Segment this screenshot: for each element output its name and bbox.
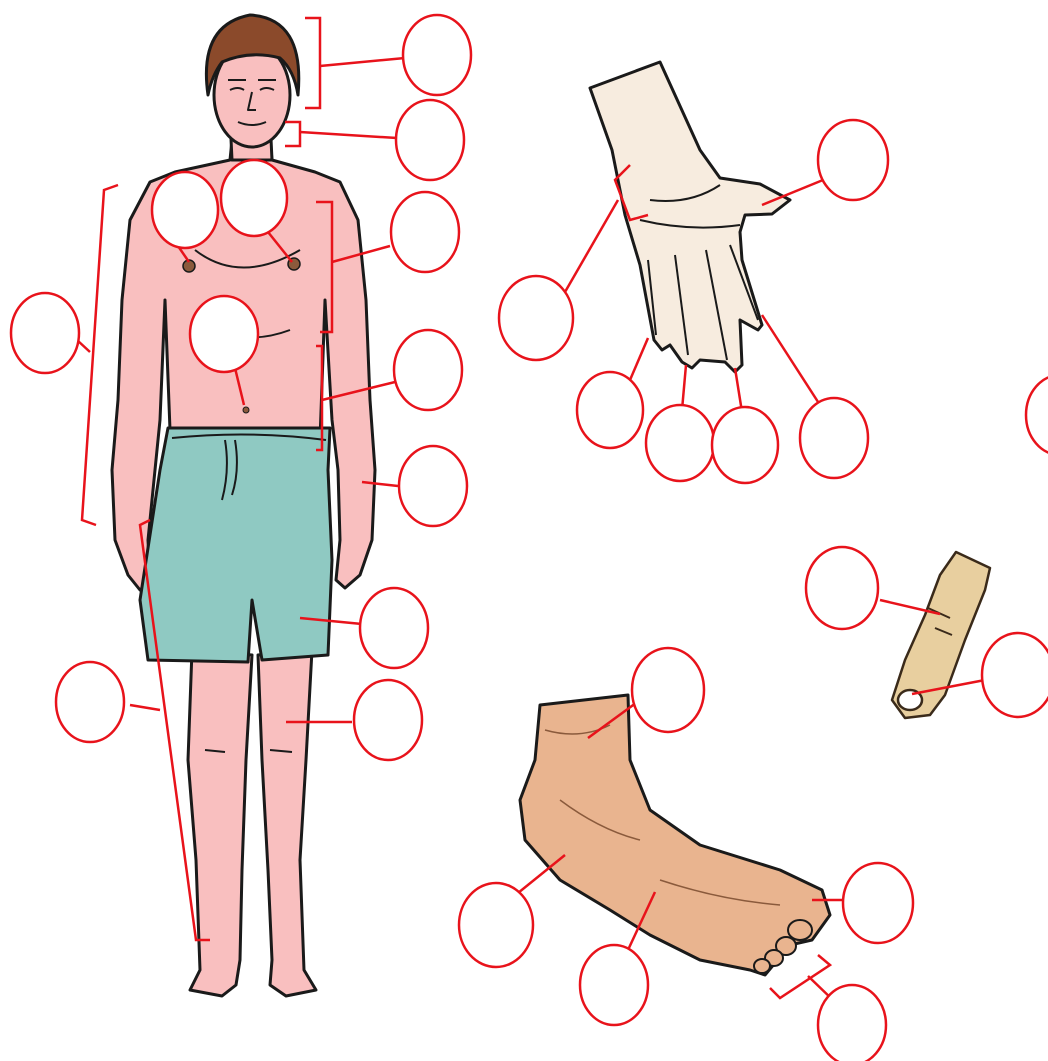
blank-label-navel	[190, 296, 258, 372]
blank-label-elbow	[399, 446, 467, 526]
blank-label-abdomen	[394, 330, 462, 410]
navel	[243, 407, 249, 413]
foot-figure	[520, 695, 830, 975]
finger-figure	[892, 552, 990, 718]
blank-label-finger-joint	[806, 547, 878, 629]
blank-label-right-nipple	[221, 160, 287, 236]
blank-label-arm	[11, 293, 79, 373]
blank-label-sole	[580, 945, 648, 1025]
blank-label-chest	[391, 192, 459, 272]
blank-label-chin	[396, 100, 464, 180]
blank-label-big-toe	[843, 863, 913, 943]
blank-label-edge	[1026, 375, 1048, 455]
blank-label-palm	[499, 276, 573, 360]
blank-label-toes	[818, 985, 886, 1061]
hand-figure	[590, 62, 790, 372]
blank-label-finger-3	[712, 407, 778, 483]
blank-label-hip	[360, 588, 428, 668]
blank-label-finger-2	[646, 405, 714, 481]
blank-label-thumb	[818, 120, 888, 200]
blank-label-ankle	[632, 648, 704, 732]
blank-label-finger-4	[800, 398, 868, 478]
blank-label-head	[403, 15, 471, 95]
blank-label-leg	[56, 662, 124, 742]
hand-palm	[590, 62, 790, 372]
man-legs	[188, 650, 316, 996]
blank-label-heel	[459, 883, 533, 967]
blank-label-finger-1	[577, 372, 643, 448]
foot-shape	[520, 695, 830, 975]
blank-label-fingernail	[982, 633, 1048, 717]
blank-label-knee	[354, 680, 422, 760]
blank-label-left-nipple	[152, 172, 218, 248]
